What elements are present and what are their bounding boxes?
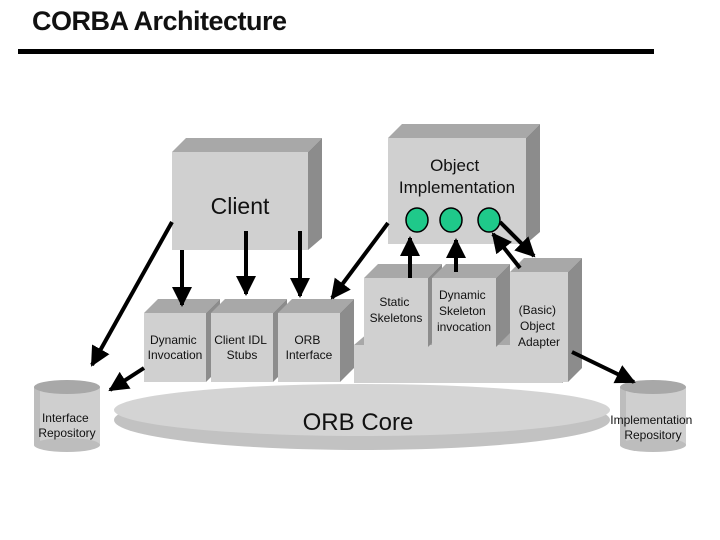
static-skeletons-line-1: Static	[379, 295, 409, 309]
arrow-adapter-to-object	[491, 232, 522, 270]
client-label: Client	[211, 193, 270, 219]
orb-interface-box: ORB Interface	[278, 299, 354, 382]
dynamic-skeleton-line-3: invocation	[437, 320, 491, 334]
orb-interface-label: ORB Interface	[286, 333, 333, 362]
arrow-client-to-interface-repository	[90, 221, 174, 367]
interface-repository-line-2: Repository	[38, 426, 95, 440]
client-idl-stubs-line-1: Client IDL	[214, 333, 267, 347]
dynamic-invocation-line-2: Invocation	[148, 348, 203, 362]
orb-core: ORB Core	[114, 384, 610, 450]
dynamic-skeleton-box: Dynamic Skeleton invocation	[432, 264, 510, 347]
title-underline	[18, 49, 654, 54]
interface-repository-line-1: Interface	[42, 411, 89, 425]
arrow-object-impl-to-orb-interface	[330, 221, 390, 300]
implementation-repository: Implementation Repository	[610, 380, 695, 452]
object-implementation-line-2: Implementation	[399, 178, 515, 197]
object-adapter-line-2: Object	[520, 319, 555, 333]
object-implementation-label: Object Implementation	[399, 156, 515, 197]
client-idl-stubs-line-2: Stubs	[227, 348, 258, 362]
interface-repository-label: Interface Repository	[38, 411, 95, 440]
arrow-object-to-adapter	[498, 220, 536, 258]
static-skeletons-line-2: Skeletons	[370, 311, 423, 325]
static-skeletons-label: Static Skeletons	[370, 295, 423, 325]
dynamic-skeleton-line-2: Skeleton	[439, 304, 486, 318]
object-adapter-line-3: Adapter	[518, 335, 560, 349]
slide-title: CORBA Architecture	[32, 6, 287, 36]
object-adapter-label: (Basic) Object Adapter	[518, 303, 560, 349]
object-circle-1	[405, 207, 429, 233]
dynamic-skeleton-line-1: Dynamic	[439, 288, 486, 302]
orb-interface-line-2: Interface	[286, 348, 333, 362]
dynamic-invocation-line-1: Dynamic	[150, 333, 197, 347]
client-box: Client	[172, 138, 322, 250]
orb-interface-line-1: ORB	[294, 333, 320, 347]
implementation-repository-line-1: Implementation	[610, 413, 692, 427]
object-circle-2	[439, 207, 463, 233]
object-adapter-line-1: (Basic)	[519, 303, 556, 317]
object-implementation-line-1: Object	[430, 156, 479, 175]
arrow-adapter-to-implementation-repository	[571, 350, 636, 384]
dynamic-invocation-label: Dynamic Invocation	[148, 333, 203, 362]
implementation-repository-label: Implementation Repository	[610, 413, 695, 442]
object-instances	[405, 207, 501, 233]
object-circle-3	[477, 207, 501, 233]
implementation-repository-line-2: Repository	[624, 428, 681, 442]
client-idl-stubs-label: Client IDL Stubs	[214, 333, 270, 362]
object-adapter-box: (Basic) Object Adapter	[510, 258, 582, 382]
client-idl-stubs-box: Client IDL Stubs	[211, 299, 287, 382]
orb-core-label: ORB Core	[303, 409, 414, 436]
arrow-dynamic-invocation-to-interface-repository	[108, 366, 146, 392]
dynamic-skeleton-label: Dynamic Skeleton invocation	[437, 288, 491, 334]
arrows	[90, 220, 636, 392]
static-skeletons-box: Static Skeletons	[364, 264, 442, 347]
dynamic-invocation-box: Dynamic Invocation	[144, 299, 220, 382]
interface-repository: Interface Repository	[34, 380, 100, 452]
